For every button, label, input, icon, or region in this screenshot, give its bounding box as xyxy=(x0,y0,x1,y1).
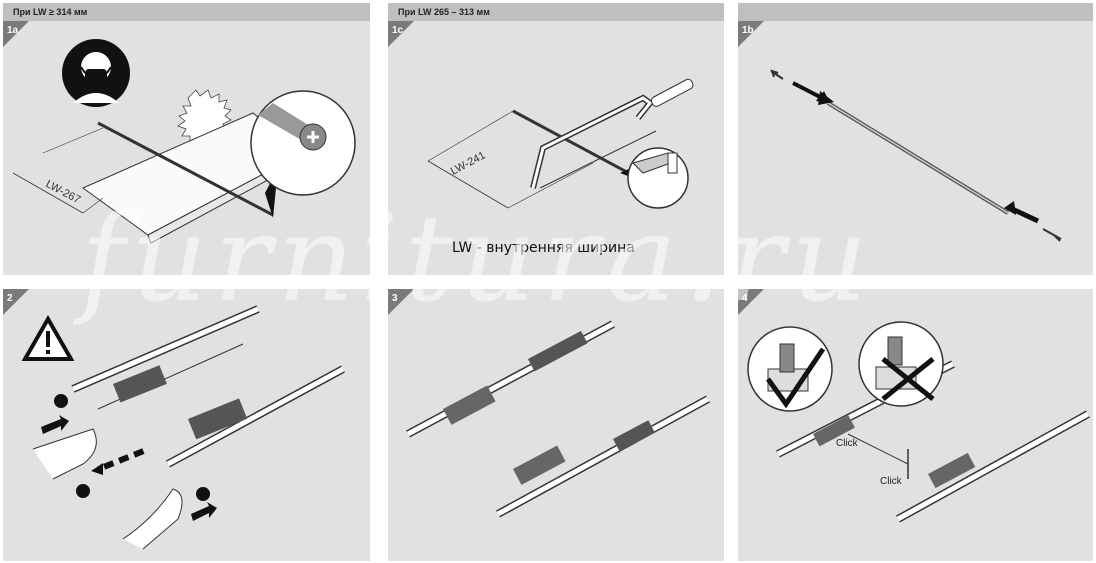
attach-runners-illustration xyxy=(21,305,345,550)
step-number: 4 xyxy=(742,293,748,304)
step-corner xyxy=(738,289,764,315)
caption-lw-definition: LW - внутренняя ширина xyxy=(452,240,635,256)
panel-4: 4 Click Click xyxy=(738,289,1093,561)
face-mask-icon xyxy=(62,39,130,107)
panel-2: 2 xyxy=(3,289,370,561)
panel-header xyxy=(738,3,1093,21)
click-label: Click xyxy=(880,476,903,487)
step-corner xyxy=(388,21,414,47)
click-label: Click xyxy=(836,438,859,449)
click-connect-illustration: Click Click xyxy=(747,321,1090,523)
panel-1c: При LW 265 – 313 мм 1c LW-241 xyxy=(388,3,724,275)
panel-1a: При LW ≥ 314 мм 1a LW-267 xyxy=(3,3,370,275)
panel-header: При LW 265 – 313 мм xyxy=(388,3,724,21)
runners-assembled-illustration xyxy=(406,320,710,518)
panel-3: 3 xyxy=(388,289,724,561)
dimension-label: LW-241 xyxy=(449,149,488,177)
panel-header: При LW ≥ 314 мм xyxy=(3,3,370,21)
cut-rod-with-hacksaw-illustration: LW-241 xyxy=(427,78,694,209)
step-number: 1a xyxy=(7,25,19,36)
step-corner xyxy=(3,289,29,315)
step-corner xyxy=(738,21,764,47)
step-number: 1b xyxy=(742,25,754,36)
cut-rod-with-saw-illustration: LW-267 xyxy=(12,39,356,244)
step-corner xyxy=(388,289,414,315)
step-number: 1c xyxy=(392,25,404,36)
step-corner xyxy=(3,21,29,47)
panel-1b: 1b xyxy=(738,3,1093,275)
step-number: 2 xyxy=(7,293,13,304)
warning-icon xyxy=(21,314,75,361)
step-number: 3 xyxy=(392,293,398,304)
insert-rod-illustration xyxy=(770,69,1062,242)
dimension-label: LW-267 xyxy=(44,178,83,206)
